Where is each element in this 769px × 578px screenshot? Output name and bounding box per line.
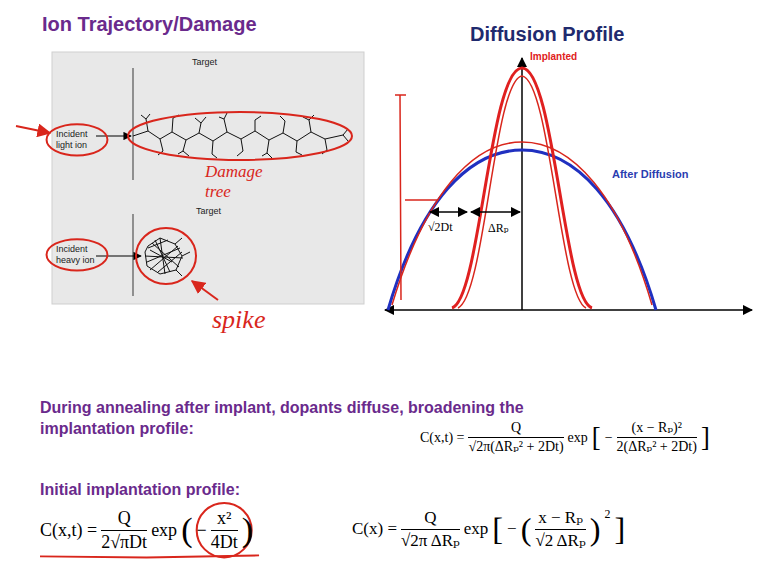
equation-term: √2 ΔRₚ: [535, 531, 585, 551]
section-heading: Ion Trajectory/Damage: [42, 12, 257, 36]
equation-term: x − Rₚ: [538, 508, 583, 528]
equation-term: 2√πDt: [101, 532, 147, 553]
equation-term: exp: [568, 430, 588, 446]
equation-term: Q: [118, 508, 131, 529]
fraction-bar: [401, 529, 460, 530]
fraction: Q √2π ΔRₚ: [401, 508, 460, 550]
equation-bracket: (: [181, 513, 192, 547]
target-label: Target: [196, 206, 221, 217]
hand-annotation: [395, 95, 438, 300]
fraction-bar: [617, 437, 697, 438]
equation-term: Q: [511, 420, 521, 436]
ion-arrow: [96, 135, 131, 136]
fraction-bar: [101, 530, 147, 531]
equation-bracket: (: [521, 513, 532, 545]
target-surface: [132, 68, 133, 296]
equation-term: √2π(ΔRₚ² + 2Dt): [468, 439, 563, 455]
ion-label: Incident heavy ion: [56, 244, 98, 266]
equation-bracket: ): [242, 513, 253, 547]
fraction-bar: [535, 529, 585, 530]
equation-term: exp: [464, 519, 489, 539]
damage-tree: [133, 113, 348, 158]
equation-bracket: [: [592, 424, 601, 451]
ion-arrow: [96, 255, 141, 256]
dimension-label: ΔRₚ: [488, 221, 509, 235]
equation-term: −: [605, 430, 613, 446]
y-axis: [521, 58, 523, 310]
equation-row: C(x,t) = Q √2π(ΔRₚ² + 2Dt) exp[− (x − Rₚ)² 2(…: [420, 420, 710, 455]
equation-term: −: [507, 519, 517, 539]
hand-annotation: [128, 112, 352, 160]
fraction: x − Rₚ √2 ΔRₚ: [535, 508, 585, 550]
equation-term: 2: [604, 508, 610, 522]
equation-term: exp: [151, 520, 177, 541]
curve-label: Implanted: [530, 51, 577, 63]
dimension-arrow: [430, 211, 467, 213]
hand-annotation: [16, 112, 352, 300]
dimension-label: √2Dt: [428, 220, 453, 234]
equation-term: 4Dt: [211, 532, 238, 553]
fraction: x² 4Dt: [211, 508, 238, 552]
hand-annotation: [136, 228, 196, 284]
equation-bracket: ]: [614, 513, 625, 545]
ion-label: Incident light ion: [56, 129, 98, 151]
fraction: Q 2√πDt: [101, 508, 147, 552]
annotation-note: spike: [212, 304, 265, 335]
equation-term: C(x) =: [352, 519, 397, 539]
equation-row: C(x) = Q √2π ΔRₚexp[−( x − Rₚ √2 ΔRₚ)2]: [352, 508, 625, 550]
dimension-arrow: [471, 211, 520, 213]
section-heading: Diffusion Profile: [470, 22, 624, 46]
body-text: Initial implantation profile:: [40, 480, 240, 499]
equation-term: √2π ΔRₚ: [401, 531, 460, 551]
hand-annotation: [392, 142, 652, 305]
hand-annotation: [458, 76, 586, 308]
equation-bracket: ]: [701, 424, 710, 451]
equation-bracket: [: [492, 513, 503, 545]
x-axis: [385, 309, 752, 311]
curve-label: After Diffusion: [612, 168, 688, 181]
equation-term: 2(ΔRₚ² + 2Dt): [617, 439, 697, 455]
implanted-curve: [452, 68, 592, 308]
equation-term: x²: [217, 508, 231, 529]
target-label: Target: [192, 57, 217, 68]
fraction-bar: [468, 437, 563, 438]
fraction-bar: [211, 530, 238, 531]
equation-term: Q: [424, 508, 436, 528]
body-text: During annealing after implant, dopants …: [40, 398, 565, 440]
equation-term: C(x,t) =: [40, 520, 97, 541]
equation-term: −: [197, 520, 207, 541]
hand-annotation: [392, 76, 652, 308]
equation-term: (x − Rₚ)²: [632, 420, 682, 436]
hand-arrow: [16, 126, 50, 133]
fraction: (x − Rₚ)² 2(ΔRₚ² + 2Dt): [617, 420, 697, 455]
equation-term: C(x,t) =: [420, 430, 464, 446]
hand-arrow: [192, 281, 218, 300]
hand-annotation: [47, 239, 108, 270]
fraction: Q √2π(ΔRₚ² + 2Dt): [468, 420, 563, 455]
annotation-note: Damage tree: [205, 162, 275, 203]
damage-spike: [145, 238, 190, 276]
equation-row: C(x,t) = Q 2√πDtexp(−x² 4Dt): [40, 508, 253, 552]
equation-bracket: ): [590, 513, 601, 545]
hand-underline: [40, 555, 259, 557]
hand-annotation: [47, 124, 108, 155]
